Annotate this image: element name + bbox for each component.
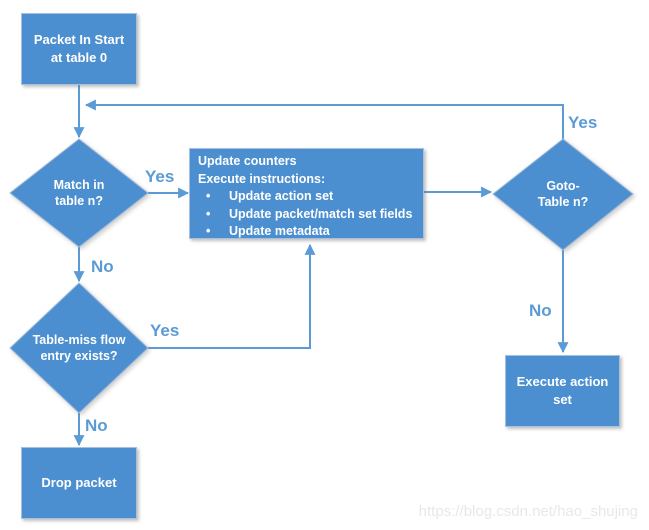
edge-label-goto-no: No [529,301,552,320]
decision-miss-diamond [9,282,149,414]
process-bullet-row: • Update metadata [198,223,419,241]
decision-goto-diamond [492,138,634,251]
process-bullet-row: • Update packet/match set fields [198,206,419,224]
bullet-icon: • [206,206,211,221]
bullet-icon: • [206,224,211,238]
edge-label-goto-yes: Yes [568,113,598,132]
node-execute-action-set-label: Execute action set [516,374,609,407]
process-bullet-row: • Update action set [198,188,419,206]
bullet-icon: • [206,189,211,203]
process-bullet-update-packet-fields: Update packet/match set fields [229,206,413,221]
edge-miss-yes-to-process [148,243,316,349]
node-execute-action-set: Execute action set [505,355,620,427]
process-bullet-update-metadata: Update metadata [229,224,330,238]
process-line-execute-instructions: Execute instructions: [198,171,326,186]
node-packet-in-start-label: Packet In Start at table 0 [33,32,125,65]
node-packet-in-start: Packet In Start at table 0 [21,13,137,85]
process-bullet-update-action-set: Update action set [229,189,334,203]
edge-goto-yes-feedback [84,99,564,139]
node-update-counters: Update counters Execute instructions: • … [189,148,424,239]
decision-match-diamond [9,138,149,248]
node-drop-packet-label: Drop packet [41,475,117,491]
edge-label-miss-no: No [85,416,108,435]
edge-label-match-yes: Yes [145,167,175,186]
process-line-update-counters: Update counters [198,154,297,168]
edge-label-miss-yes: Yes [150,321,180,340]
node-drop-packet: Drop packet [21,447,137,519]
watermark-text: https://blog.csdn.net/hao_shujing [418,503,638,520]
edge-label-match-no: No [91,257,114,276]
